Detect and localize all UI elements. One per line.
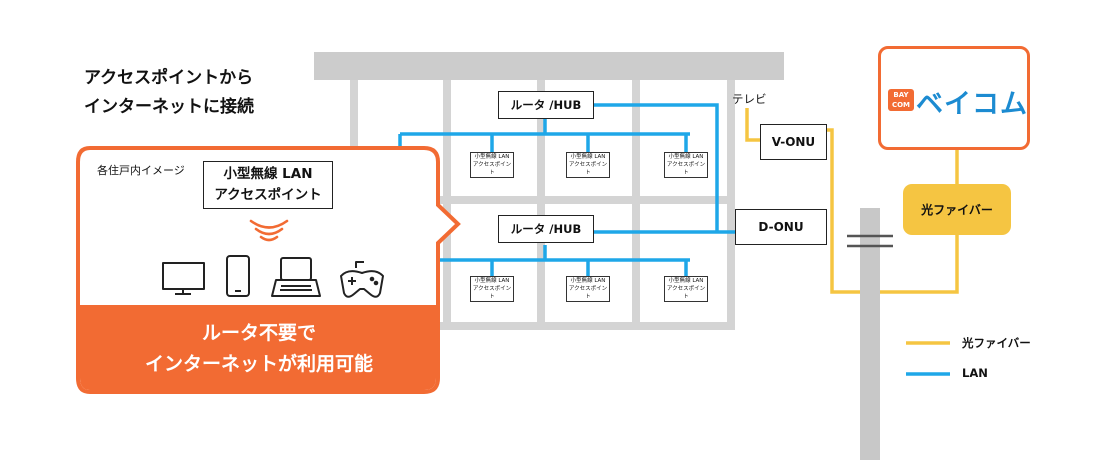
small-ap-line1: 小型無線 LAN bbox=[474, 154, 510, 160]
small-ap-lower-3: 小型無線 LAN アクセスポイント bbox=[664, 276, 708, 302]
small-ap-line2: アクセスポイント bbox=[472, 286, 512, 300]
legend-fiber-label: 光ファイバー bbox=[962, 336, 1031, 350]
logo-mark-line1: BAY bbox=[893, 91, 909, 99]
banner-line1: ルータ不要で bbox=[201, 322, 316, 344]
baycom-logo-mark: BAY COM bbox=[888, 89, 914, 111]
laptop-icon bbox=[271, 257, 321, 297]
headline: アクセスポイントから インターネットに接続 bbox=[84, 64, 254, 122]
access-point-box: 小型無線 LAN アクセスポイント bbox=[203, 161, 333, 209]
legend-lan-label: LAN bbox=[962, 366, 988, 380]
router-hub-lower: ルータ /HUB bbox=[498, 215, 594, 243]
banner-text: ルータ不要で インターネットが利用可能 bbox=[80, 318, 438, 380]
small-ap-line2: アクセスポイント bbox=[568, 286, 608, 300]
small-ap-line2: アクセスポイント bbox=[666, 286, 706, 300]
small-ap-line2: アクセスポイント bbox=[666, 162, 706, 176]
smartphone-icon bbox=[226, 255, 250, 297]
building-roof bbox=[314, 52, 784, 80]
v-onu-box: V-ONU bbox=[760, 124, 827, 160]
callout-banner bbox=[80, 305, 436, 390]
small-ap-upper-1: 小型無線 LAN アクセスポイント bbox=[470, 152, 514, 178]
logo-mark-line2: COM bbox=[891, 101, 911, 109]
small-ap-lower-2: 小型無線 LAN アクセスポイント bbox=[566, 276, 610, 302]
wifi-signal-icon bbox=[249, 219, 289, 242]
small-ap-line1: 小型無線 LAN bbox=[668, 278, 704, 284]
small-ap-line1: 小型無線 LAN bbox=[570, 278, 606, 284]
small-ap-line1: 小型無線 LAN bbox=[570, 154, 606, 160]
small-ap-line2: アクセスポイント bbox=[568, 162, 608, 176]
headline-line2: インターネットに接続 bbox=[84, 97, 254, 117]
d-onu-box: D-ONU bbox=[735, 209, 827, 245]
tv-icon bbox=[162, 262, 205, 295]
headline-line1: アクセスポイントから bbox=[84, 68, 254, 88]
small-ap-line1: 小型無線 LAN bbox=[668, 154, 704, 160]
baycom-logo-text: ベイコム bbox=[916, 89, 1028, 120]
access-point-line2: アクセスポイント bbox=[214, 187, 322, 203]
pole-crossbars bbox=[847, 234, 893, 248]
small-ap-line1: 小型無線 LAN bbox=[474, 278, 510, 284]
lan-lines bbox=[398, 103, 735, 276]
small-ap-upper-3: 小型無線 LAN アクセスポイント bbox=[664, 152, 708, 178]
utility-pole bbox=[860, 208, 880, 460]
small-ap-upper-2: 小型無線 LAN アクセスポイント bbox=[566, 152, 610, 178]
fiber-badge: 光ファイバー bbox=[903, 184, 1011, 235]
game-controller-icon bbox=[340, 261, 384, 298]
small-ap-lower-1: 小型無線 LAN アクセスポイント bbox=[470, 276, 514, 302]
fiber-lines bbox=[745, 108, 959, 294]
banner-line2: インターネットが利用可能 bbox=[144, 353, 373, 375]
small-ap-line2: アクセスポイント bbox=[472, 162, 512, 176]
router-hub-upper: ルータ /HUB bbox=[498, 91, 594, 119]
room-caption: 各住戸内イメージ bbox=[97, 164, 185, 177]
tv-label: テレビ bbox=[732, 92, 767, 106]
access-point-line1: 小型無線 LAN bbox=[223, 166, 313, 182]
